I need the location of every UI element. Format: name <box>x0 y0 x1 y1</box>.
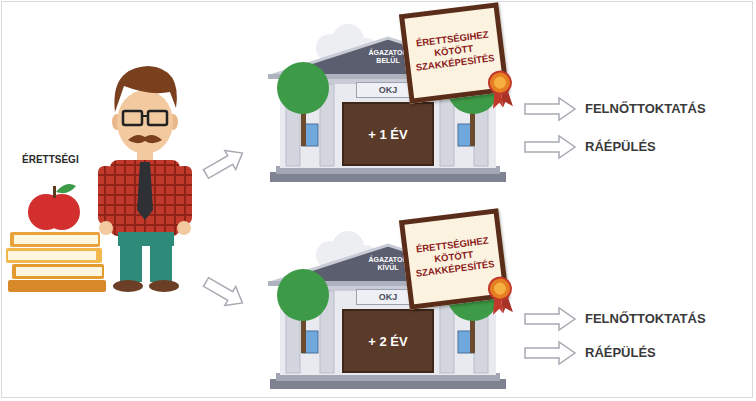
apple <box>28 184 80 230</box>
outcome-text: FELNŐTTOKTATÁS <box>585 101 706 116</box>
door-text: + 1 ÉV <box>368 127 407 142</box>
certificate-text: ÉRETTSÉGIHEZ KÖTÖTT SZAKKÉPESÍTÉS <box>412 235 495 280</box>
rosette <box>485 68 516 111</box>
certificate-text: ÉRETTSÉGIHEZ KÖTÖTT SZAKKÉPESÍTÉS <box>412 29 495 74</box>
door: + 2 ÉV <box>342 309 434 373</box>
block-arrow <box>201 143 248 312</box>
outcome-text: FELNŐTTOKTATÁS <box>585 311 706 326</box>
certificate: ÉRETTSÉGIHEZ KÖTÖTT SZAKKÉPESÍTÉS <box>399 2 509 104</box>
block-arrow <box>525 98 575 364</box>
man <box>98 66 192 292</box>
label-text: ÉRETTSÉGI <box>22 154 79 165</box>
okj-sign-text: OKJ <box>379 292 398 302</box>
door-text: + 2 ÉV <box>368 334 407 349</box>
door: + 1 ÉV <box>342 102 434 166</box>
certificate: ÉRETTSÉGIHEZ KÖTÖTT SZAKKÉPESÍTÉS <box>399 208 509 310</box>
okj-sign-text: OKJ <box>379 85 398 95</box>
outcome-text: RÁÉPÜLÉS <box>585 139 656 154</box>
books <box>6 232 106 292</box>
outcome-text: RÁÉPÜLÉS <box>585 345 656 360</box>
rosette <box>485 274 516 317</box>
